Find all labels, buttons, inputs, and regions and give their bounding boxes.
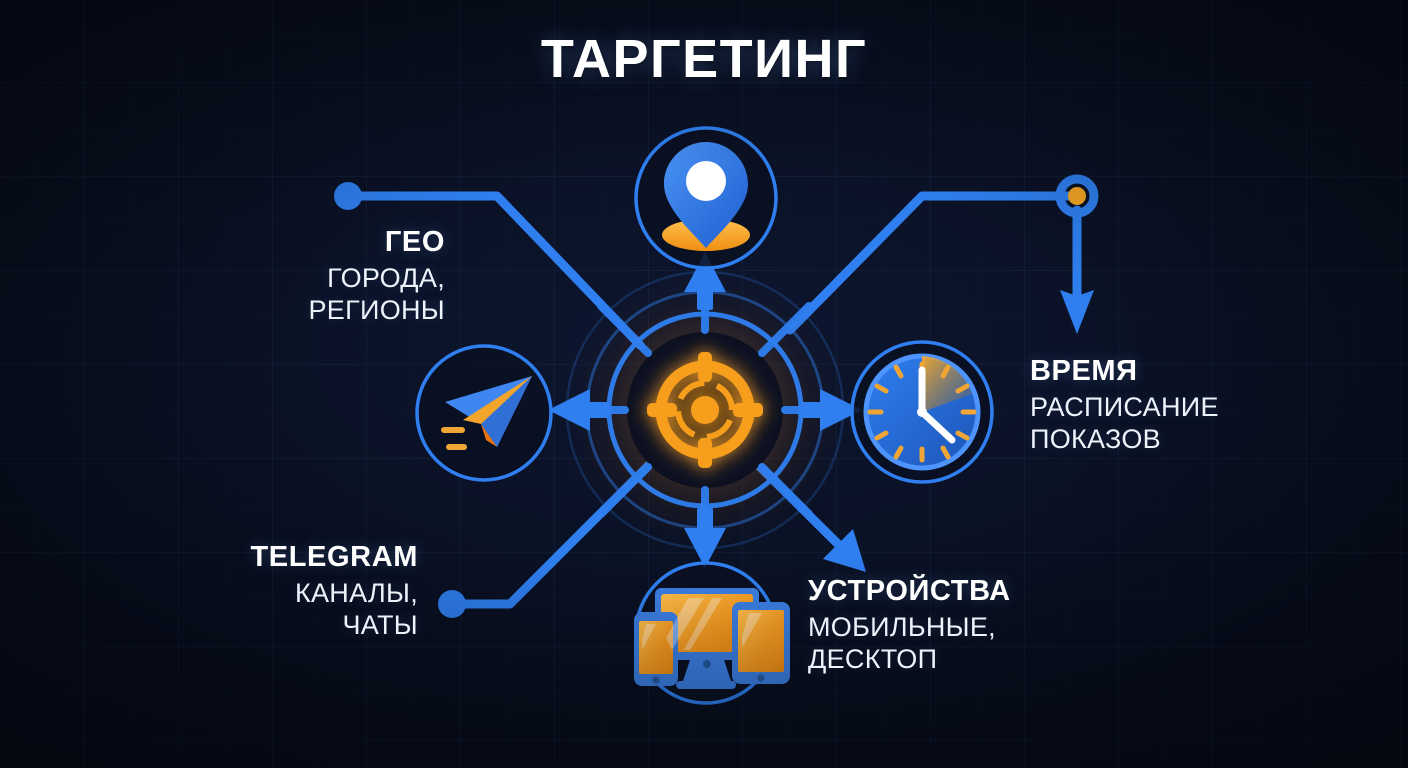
label-subtitle-telegram-line1: КАНАЛЫ,: [294, 578, 418, 609]
label-block-geo: ГЕО ГОРОДА, РЕГИОНЫ: [0, 226, 445, 327]
label-subtitle-devices-line1: МОБИЛЬНЫЕ,: [808, 612, 996, 643]
label-block-telegram: TELEGRAM КАНАЛЫ, ЧАТЫ: [0, 541, 418, 642]
page-title: ТАРГЕТИНГ: [540, 29, 868, 89]
label-subtitle-geo-line1: ГОРОДА,: [327, 263, 445, 294]
label-block-devices: УСТРОЙСТВА МОБИЛЬНЫЕ, ДЕСКТОП: [808, 575, 1228, 676]
devices-icon: [634, 588, 790, 689]
label-heading-time: ВРЕМЯ: [1030, 355, 1138, 387]
label-subtitle-geo-line2: РЕГИОНЫ: [308, 295, 445, 326]
label-heading-geo: ГЕО: [384, 226, 445, 258]
connector-time-arrow: [1060, 290, 1094, 334]
connector-time: [785, 191, 1082, 335]
label-heading-devices: УСТРОЙСТВА: [808, 575, 1011, 607]
clock-icon: [863, 353, 981, 471]
connector-dot-telegram: [438, 590, 466, 618]
label-block-time: ВРЕМЯ РАСПИСАНИЕ ПОКАЗОВ: [1030, 355, 1390, 456]
connector-dot-geo: [334, 182, 362, 210]
map-pin-icon: [662, 142, 750, 251]
connector-dot-time: [1068, 187, 1086, 205]
label-subtitle-devices-line2: ДЕСКТОП: [808, 644, 938, 675]
label-subtitle-time-line2: ПОКАЗОВ: [1030, 424, 1161, 455]
label-subtitle-telegram-line2: ЧАТЫ: [342, 610, 418, 641]
label-heading-telegram: TELEGRAM: [250, 541, 418, 573]
label-subtitle-time-line1: РАСПИСАНИЕ: [1030, 392, 1219, 423]
